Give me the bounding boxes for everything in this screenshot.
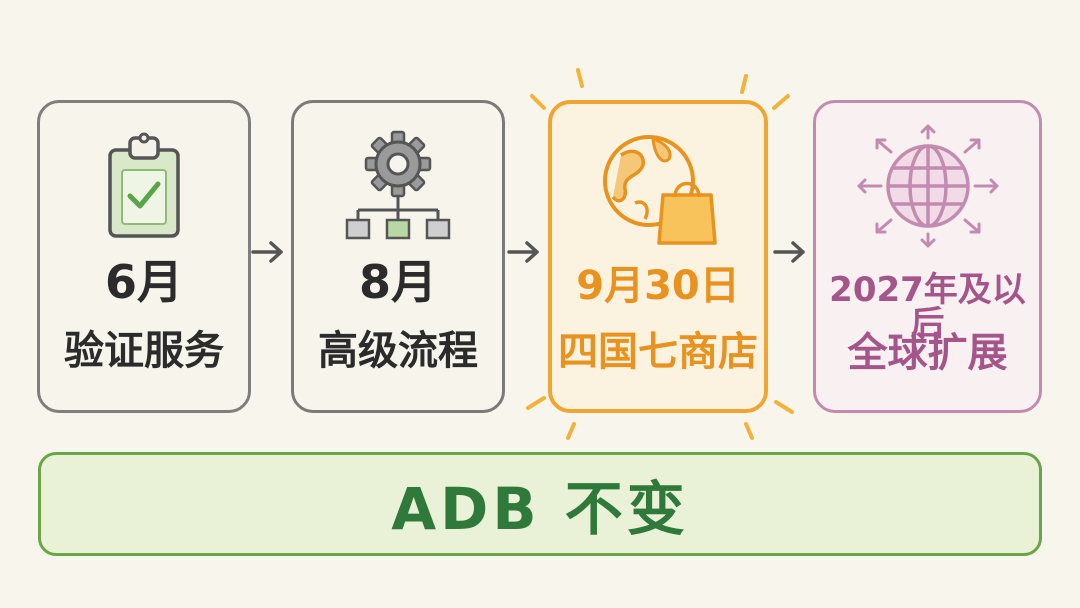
step-card-june: 6月 验证服务 xyxy=(37,100,251,413)
step-label: 全球扩展 xyxy=(847,330,1008,376)
globe-expand-icon xyxy=(816,121,1039,251)
step-card-2027: 2027年及以后 全球扩展 xyxy=(813,100,1042,413)
adb-unchanged-banner: ADB 不变 xyxy=(38,452,1042,556)
gear-flowchart-icon xyxy=(294,121,502,251)
arrow-right-icon xyxy=(251,241,283,263)
step-label: 验证服务 xyxy=(64,328,224,374)
arrow-right-icon xyxy=(773,241,805,263)
clipboard-check-icon xyxy=(40,121,248,251)
step-label: 高级流程 xyxy=(318,328,478,374)
step-date: 9月30日 xyxy=(576,263,740,309)
step-label: 四国七商店 xyxy=(558,329,758,375)
banner-text: ADB 不变 xyxy=(391,475,689,543)
step-card-sept-30: 9月30日 四国七商店 xyxy=(548,100,768,413)
step-date: 8月 xyxy=(358,255,437,309)
step-date: 2027年及以后 xyxy=(829,270,1026,344)
step-date: 6月 xyxy=(104,255,183,309)
globe-shopping-bag-icon xyxy=(552,122,764,252)
step-card-august: 8月 高级流程 xyxy=(291,100,505,413)
arrow-right-icon xyxy=(507,241,539,263)
